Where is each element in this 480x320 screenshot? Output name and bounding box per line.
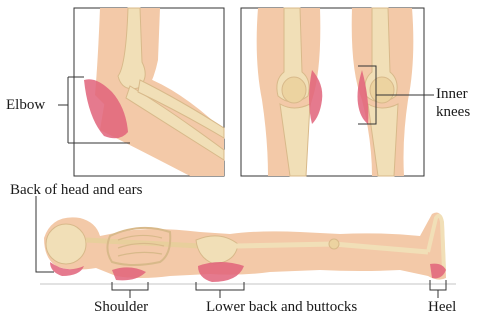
inner-knees-label-line2: knees (436, 104, 470, 120)
lying-body (40, 213, 456, 285)
skull (46, 224, 86, 264)
head-label: Back of head and ears (10, 182, 142, 198)
right-patella (370, 77, 394, 103)
shoulder-label: Shoulder (94, 299, 148, 315)
elbow-label: Elbow (6, 97, 45, 113)
inner-knees-label-line1: Inner (436, 86, 468, 102)
elbow-panel (58, 8, 224, 176)
knees-panel (241, 8, 434, 176)
lower-back-pressure (198, 262, 244, 282)
heel-bracket (430, 280, 446, 298)
left-patella (282, 77, 306, 103)
knee-joint (329, 239, 339, 249)
lower-back-label: Lower back and buttocks (206, 299, 357, 315)
heel-label: Heel (428, 299, 456, 315)
